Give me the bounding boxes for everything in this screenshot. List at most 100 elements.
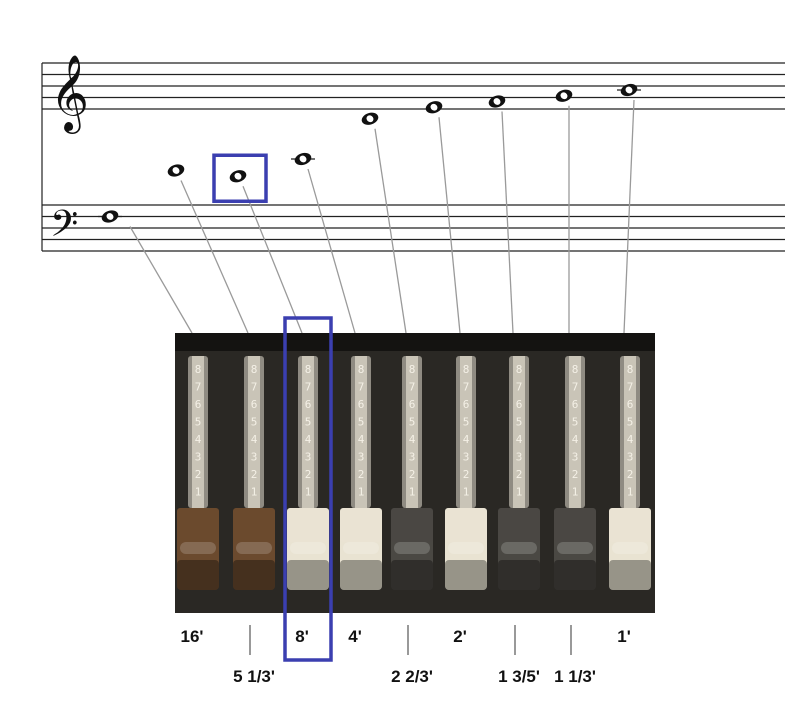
drawbar-scale-mark: 1 [305,486,312,499]
footage-label: 1 3/5' [498,667,540,686]
drawbar-panel-top-edge [175,333,655,351]
drawbar-scale-mark: 3 [627,451,634,464]
drawbar-scale-mark: 2 [572,468,579,481]
leader-line [307,168,356,334]
drawbar-scale-mark: 5 [305,416,312,429]
footage-label: 1' [617,627,631,646]
drawbar-rod-face [192,356,204,508]
footage-label: 2 2/3' [391,667,433,686]
drawbar-scale-mark: 3 [516,451,523,464]
drawbar-scale-mark: 6 [572,398,579,411]
bass-clef-icon: 𝄢 [50,203,78,254]
drawbar-scale-mark: 2 [516,468,523,481]
drawbar-scale-mark: 3 [572,451,579,464]
drawbar-scale-mark: 1 [251,486,258,499]
drawbar-handle-shine [448,542,484,554]
drawbar-scale-mark: 5 [251,416,258,429]
drawbar-scale-mark: 1 [358,486,365,499]
drawbar-scale-mark: 4 [463,433,470,446]
drawbar-scale-mark: 6 [195,398,202,411]
drawbar-scale-mark: 7 [572,381,579,394]
drawbar-scale-mark: 4 [627,433,634,446]
leader-line [374,128,407,334]
drawbar-scale-mark: 5 [627,416,634,429]
drawbar-scale-mark: 7 [627,381,634,394]
drawbar-rod-face [355,356,367,508]
leader-line [623,99,635,334]
footage-label: 16' [181,627,204,646]
grand-staff [41,62,785,252]
leader-lines [129,99,635,334]
drawbar-scale-mark: 2 [358,468,365,481]
drawbar-handle-top [340,508,382,542]
drawbar-handle-shine [394,542,430,554]
drawbar-scale-mark: 5 [409,416,416,429]
note-highlight-box [212,153,268,203]
drawbar-handle-shine [501,542,537,554]
drawbar-scale-mark: 6 [463,398,470,411]
note-heads [98,83,641,223]
drawbar-handle-shine [343,542,379,554]
drawbar-scale-mark: 7 [195,381,202,394]
drawbar-handle-top [233,508,275,542]
drawbar-rod-face [569,356,581,508]
drawbar-scale-mark: 5 [463,416,470,429]
drawbar-scale-mark: 2 [251,468,258,481]
drawbar-handle-shine [180,542,216,554]
drawbar-scale-mark: 4 [358,433,365,446]
drawbar-scale-mark: 1 [195,486,202,499]
drawbar-handle-shadow [287,560,329,590]
drawbar-scale-mark: 8 [572,363,579,376]
drawbar-scale-mark: 5 [516,416,523,429]
note-head [294,152,312,166]
drawbar-scale-mark: 4 [251,433,258,446]
drawbar-scale-mark: 8 [195,363,202,376]
footage-label: 8' [295,627,309,646]
leader-line [501,111,514,334]
drawbar-scale-mark: 6 [516,398,523,411]
footage-labels: 16'5 1/3'8'4'2 2/3'2'1 3/5'1 1/3'1' [181,625,631,686]
drawbar-handle-top [177,508,219,542]
drawbar-rod-face [513,356,525,508]
drawbar-rod-face [248,356,260,508]
treble-clef-icon: 𝄞 [50,54,89,134]
drawbar-scale-mark: 8 [409,363,416,376]
drawbar-handle-shine [557,542,593,554]
drawbar-scale-mark: 6 [251,398,258,411]
drawbar-handle-shadow [233,560,275,590]
drawbar-scale-mark: 3 [409,451,416,464]
drawbar-handle-shine [236,542,272,554]
drawbar-scale-mark: 2 [305,468,312,481]
drawbar-scale-mark: 6 [305,398,312,411]
drawbar-scale-mark: 8 [627,363,634,376]
footage-label: 5 1/3' [233,667,275,686]
drawbar-scale-mark: 3 [463,451,470,464]
note-head [620,83,638,97]
drawbar-scale-mark: 2 [463,468,470,481]
drawbar-handle-shadow [340,560,382,590]
drawbar-rod-face [406,356,418,508]
drawbar-highlight-box [283,316,333,662]
drawbar-scale-mark: 7 [251,381,258,394]
drawbar-rod-face [624,356,636,508]
drawbar-scale-mark: 1 [572,486,579,499]
note-head [229,170,247,183]
footage-label: 4' [348,627,362,646]
drawbar-scale-mark: 7 [358,381,365,394]
footage-label: 1 1/3' [554,667,596,686]
note-head [425,101,443,114]
drawbar-scale-mark: 7 [409,381,416,394]
drawbar-scale-mark: 5 [195,416,202,429]
drawbar-scale-mark: 7 [305,381,312,394]
drawbar-scale-mark: 3 [251,451,258,464]
